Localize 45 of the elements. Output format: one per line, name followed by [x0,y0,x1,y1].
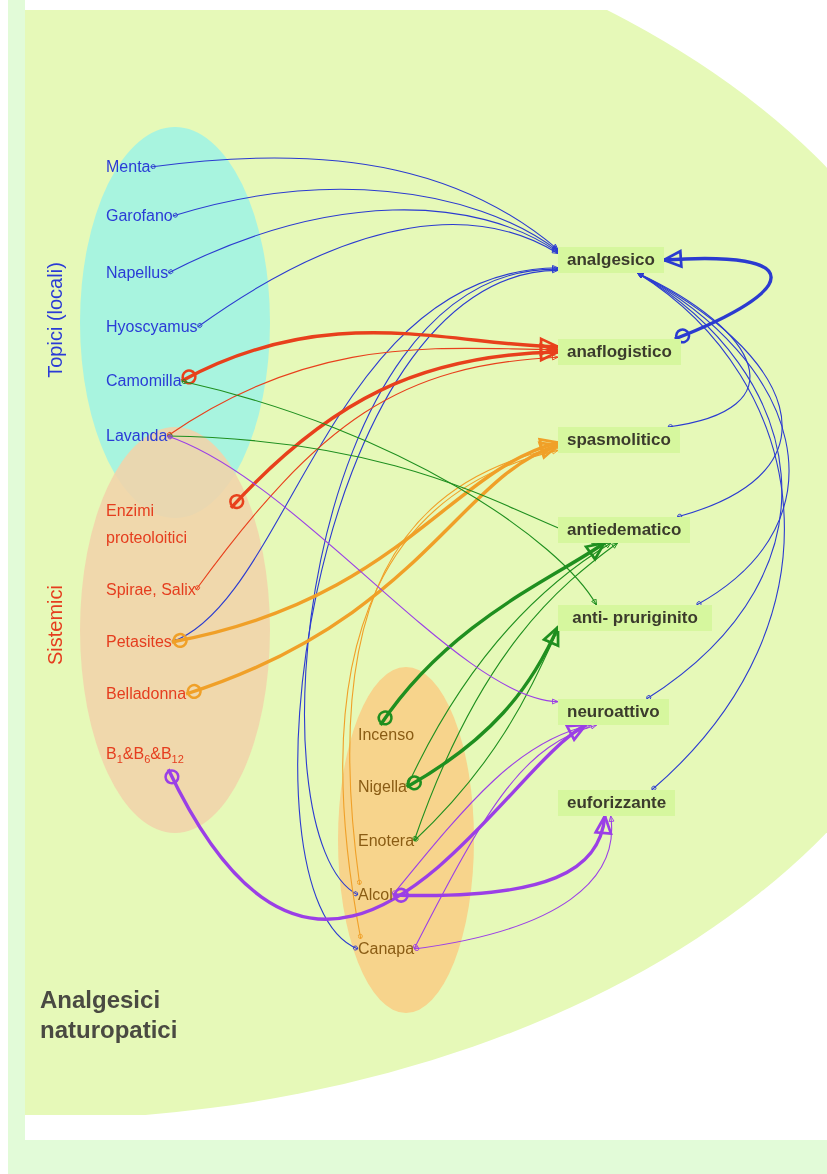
remedy-label: Incenso [358,725,415,745]
connector-arrow [195,354,559,591]
remedy-label: Menta [106,157,151,177]
remedy-label: Hyoscyamus [106,317,198,337]
connector-arrow [412,542,619,842]
effect-label: euforizzante [558,790,676,816]
effect-label: anti- pruriginito [558,605,712,631]
effect-label: analgesico [558,247,664,273]
remedy-label: Garofano [106,206,173,226]
connector-arrow [164,723,587,921]
connector-arrow [171,439,560,648]
connector-arrow [377,541,606,726]
remedy-label: Lavanda [106,426,168,446]
connector-arrow [662,250,773,344]
connector-arrow [149,157,559,251]
connector-arrow [392,814,611,903]
remedy-label: B$_{1}$&B$_{6}$&B$_{12}$ [106,744,184,770]
connector-arrow [412,723,598,950]
remedy-label: Petasites [106,632,172,652]
connector-arrow [636,272,785,791]
connector-arrow [180,331,560,385]
group-label: Sistemici [44,585,66,665]
connector-arrow [167,209,559,275]
effect-label: neuroattivo [558,699,669,725]
remedy-label: Camomilla [106,371,182,391]
remedy-label: Spirae, Salix [106,580,196,600]
area-label: Analgesici naturopatici [40,985,179,1045]
connector-arrow [181,379,598,606]
connector-arrow [197,224,559,328]
connector-arrow [391,723,592,896]
effect-label: antiedematico [558,517,691,543]
connector-arrow [229,343,560,510]
connector-arrow [405,542,612,788]
remedy-label: Napellus [106,263,169,283]
effect-label: spasmolitico [558,427,680,453]
effect-label: anaflogistico [558,339,681,365]
remedy-label: Alcol [358,885,393,905]
connector-arrow [413,815,614,952]
remedy-label: Nigella [358,777,407,797]
connector-arrow [406,625,560,791]
remedy-label: Enotera [358,831,415,851]
remedy-label: Canapa [358,939,415,959]
remedy-label: Belladonna [106,684,187,704]
remedy-label: Enzimi proteoloitici [106,497,231,551]
group-label: Topici (locali) [44,262,66,378]
